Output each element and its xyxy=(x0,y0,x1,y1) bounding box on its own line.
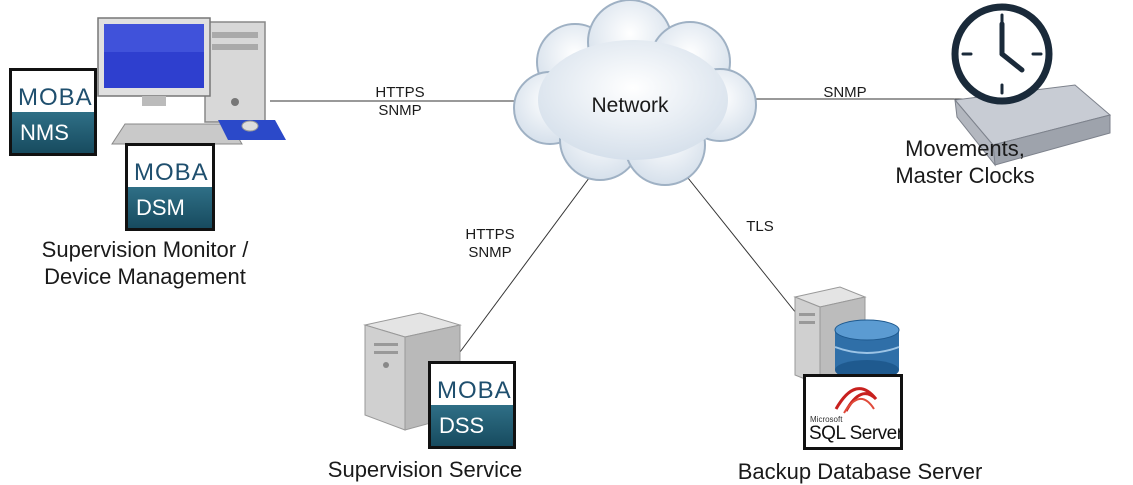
network-label: Network xyxy=(591,94,669,117)
badge-product: DSM xyxy=(128,187,212,228)
line-network-backup xyxy=(679,167,801,319)
edge-label-network-backup: TLS xyxy=(746,218,774,235)
badge-product: NMS xyxy=(12,112,94,153)
line-service-network xyxy=(459,169,596,353)
badge-brand: MOBA xyxy=(18,84,93,111)
badge-brand: MOBA xyxy=(134,159,209,186)
sql-server-logo: Microsoft SQL Server xyxy=(803,374,903,450)
database-server-icon xyxy=(793,286,900,386)
moba-dsm-badge: MOBA DSM xyxy=(125,143,215,231)
edge-protocol-https: HTTPS xyxy=(375,84,425,101)
sql-server-small-text: Microsoft xyxy=(810,415,843,424)
moba-dss-badge: MOBA DSS xyxy=(428,361,516,449)
edge-label-monitor-network: HTTPS SNMP xyxy=(350,84,450,120)
master-clocks-label: Movements, Master Clocks xyxy=(895,136,1035,188)
backup-database-label: Backup Database Server xyxy=(737,459,983,484)
moba-nms-badge: MOBA NMS xyxy=(9,68,97,156)
edge-label-network-clocks: SNMP xyxy=(823,84,867,101)
desktop-computer-icon xyxy=(97,17,286,145)
badge-brand: MOBA xyxy=(437,377,512,404)
edge-protocol-snmp: SNMP xyxy=(468,244,512,261)
network-cloud-icon xyxy=(513,0,757,186)
supervision-service-label: Supervision Service xyxy=(327,457,523,482)
edge-protocol-https: HTTPS xyxy=(465,226,515,243)
sql-server-swirl-icon xyxy=(834,387,878,414)
edge-protocol-snmp: SNMP xyxy=(378,102,422,119)
supervision-monitor-label: Supervision Monitor / Device Management xyxy=(41,237,249,289)
badge-product: DSS xyxy=(431,405,513,446)
sql-server-text: SQL Server xyxy=(809,423,903,444)
clock-icon xyxy=(951,3,1053,105)
edge-label-service-network: HTTPS SNMP xyxy=(440,226,540,262)
